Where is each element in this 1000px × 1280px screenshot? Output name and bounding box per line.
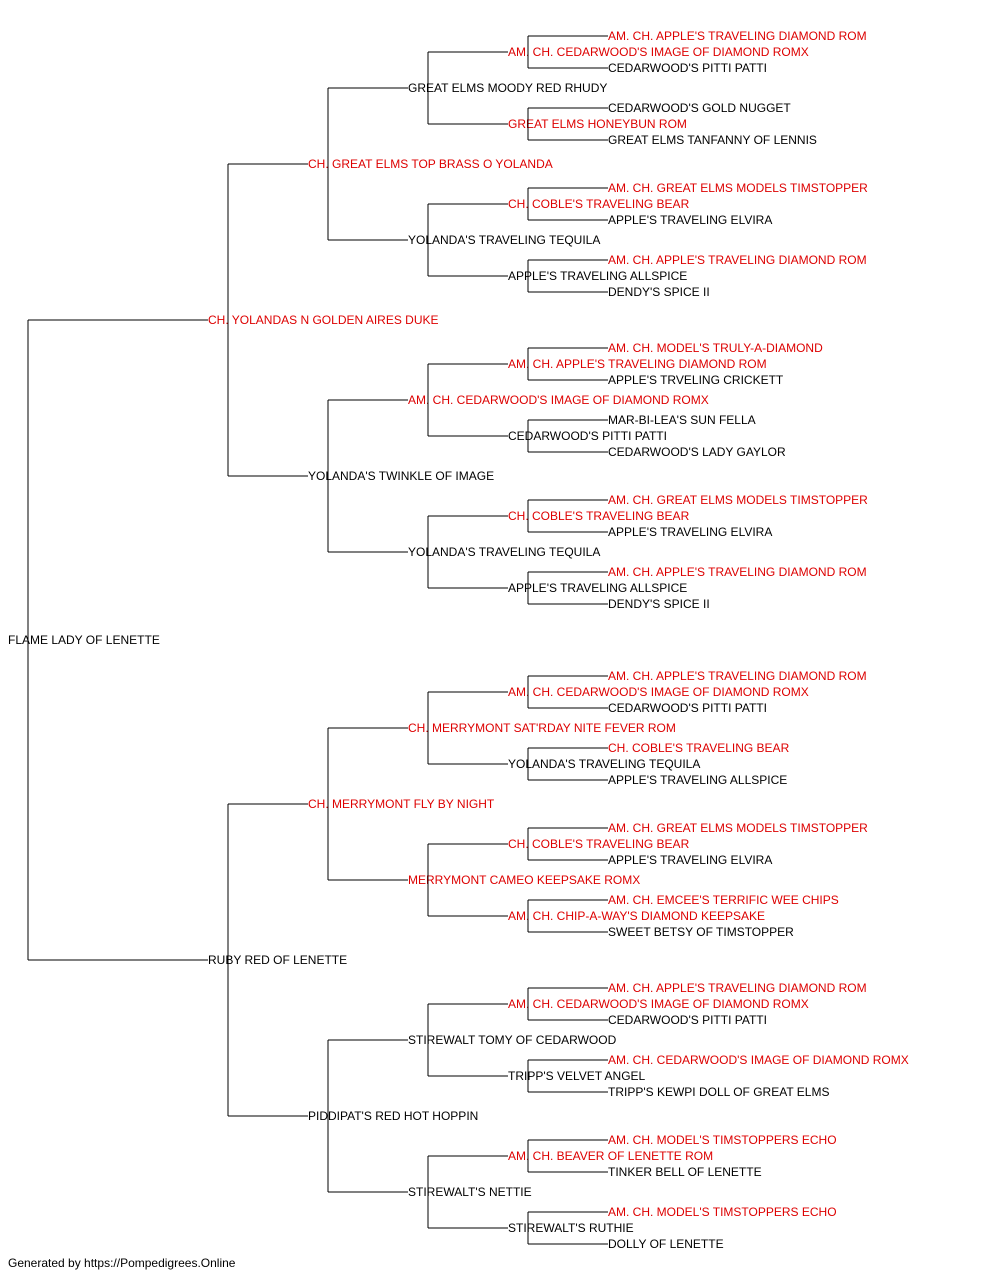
ancestor-name-dam-sire-sire-dam: YOLANDA'S TRAVELING TEQUILA <box>508 757 700 771</box>
ancestor-name-dam-dam-dam: STIREWALT'S NETTIE <box>408 1185 532 1199</box>
ancestor-name-dam-dam-dam-dam: STIREWALT'S RUTHIE <box>508 1221 634 1235</box>
ancestor-name-dam-dam-sire-sire-sire: AM. CH. APPLE'S TRAVELING DIAMOND ROM <box>608 981 867 995</box>
ancestor-name-sire-sire-sire-sire: AM. CH. CEDARWOOD'S IMAGE OF DIAMOND ROM… <box>508 45 809 59</box>
ancestor-name-dam-sire-sire-dam-sire: CH. COBLE'S TRAVELING BEAR <box>608 741 790 755</box>
footer-credit: Generated by https://Pompedigrees.Online <box>8 1256 236 1270</box>
ancestor-name-dam-dam-dam-dam-dam: DOLLY OF LENETTE <box>608 1237 724 1251</box>
ancestor-name-sire-sire-dam-sire-sire: AM. CH. GREAT ELMS MODELS TIMSTOPPER <box>608 181 868 195</box>
ancestor-name-sire-sire-sire-dam-sire: CEDARWOOD'S GOLD NUGGET <box>608 101 791 115</box>
ancestor-name-dam-dam-dam-sire-sire: AM. CH. MODEL'S TIMSTOPPERS ECHO <box>608 1133 837 1147</box>
ancestor-name-sire-dam-dam-sire-dam: APPLE'S TRAVELING ELVIRA <box>608 525 772 539</box>
ancestor-name-sire-sire-sire: GREAT ELMS MOODY RED RHUDY <box>408 81 607 95</box>
ancestor-name-dam-sire-dam: MERRYMONT CAMEO KEEPSAKE ROMX <box>408 873 640 887</box>
ancestor-name-sire-dam-sire-sire: AM. CH. APPLE'S TRAVELING DIAMOND ROM <box>508 357 767 371</box>
ancestor-name-dam-sire-sire-dam-dam: APPLE'S TRAVELING ALLSPICE <box>608 773 787 787</box>
ancestor-name-sire-dam-sire-dam-sire: MAR-BI-LEA'S SUN FELLA <box>608 413 756 427</box>
ancestor-name-dam-sire-dam-dam-sire: AM. CH. EMCEE'S TERRIFIC WEE CHIPS <box>608 893 839 907</box>
ancestor-name-dam-dam-sire-sire: AM. CH. CEDARWOOD'S IMAGE OF DIAMOND ROM… <box>508 997 809 1011</box>
ancestor-name-sire-sire-sire-sire-dam: CEDARWOOD'S PITTI PATTI <box>608 61 767 75</box>
ancestor-name-sire-sire-dam-sire-dam: APPLE'S TRAVELING ELVIRA <box>608 213 772 227</box>
ancestor-name-dam-sire-sire-sire-sire: AM. CH. APPLE'S TRAVELING DIAMOND ROM <box>608 669 867 683</box>
ancestor-name-sire-sire-dam-sire: CH. COBLE'S TRAVELING BEAR <box>508 197 690 211</box>
ancestor-name-sire-dam-sire: AM. CH. CEDARWOOD'S IMAGE OF DIAMOND ROM… <box>408 393 709 407</box>
ancestor-name-dam-dam-sire-sire-dam: CEDARWOOD'S PITTI PATTI <box>608 1013 767 1027</box>
ancestor-name-dam-sire-dam-sire-dam: APPLE'S TRAVELING ELVIRA <box>608 853 772 867</box>
ancestor-name-sire-sire-dam: YOLANDA'S TRAVELING TEQUILA <box>408 233 600 247</box>
ancestor-name-sire-sire-sire-dam: GREAT ELMS HONEYBUN ROM <box>508 117 687 131</box>
ancestor-name-sire-dam-dam-dam-sire: AM. CH. APPLE'S TRAVELING DIAMOND ROM <box>608 565 867 579</box>
ancestor-name-sire: CH. YOLANDAS N GOLDEN AIRES DUKE <box>208 313 439 327</box>
ancestor-name-sire-dam-dam-sire: CH. COBLE'S TRAVELING BEAR <box>508 509 690 523</box>
ancestor-name-dam-sire: CH. MERRYMONT FLY BY NIGHT <box>308 797 495 811</box>
ancestor-name-dam-sire-dam-dam: AM. CH. CHIP-A-WAY'S DIAMOND KEEPSAKE <box>508 909 765 923</box>
ancestor-name-sire-dam-dam-dam-dam: DENDY'S SPICE II <box>608 597 710 611</box>
ancestor-name-dam-sire-sire-sire: AM. CH. CEDARWOOD'S IMAGE OF DIAMOND ROM… <box>508 685 809 699</box>
ancestor-name-dam-dam-sire: STIREWALT TOMY OF CEDARWOOD <box>408 1033 617 1047</box>
ancestor-name-dam-dam: PIDDIPAT'S RED HOT HOPPIN <box>308 1109 478 1123</box>
ancestor-name-dam-sire-dam-sire: CH. COBLE'S TRAVELING BEAR <box>508 837 690 851</box>
ancestor-name-dam-dam-dam-sire: AM. CH. BEAVER OF LENETTE ROM <box>508 1149 713 1163</box>
ancestor-name-sire-sire-sire-sire-sire: AM. CH. APPLE'S TRAVELING DIAMOND ROM <box>608 29 867 43</box>
ancestor-name-dam-sire-dam-sire-sire: AM. CH. GREAT ELMS MODELS TIMSTOPPER <box>608 821 868 835</box>
ancestor-name-sire-sire-dam-dam: APPLE'S TRAVELING ALLSPICE <box>508 269 687 283</box>
ancestor-name-sire-dam-sire-dam-dam: CEDARWOOD'S LADY GAYLOR <box>608 445 786 459</box>
ancestor-name-sire-dam-dam: YOLANDA'S TRAVELING TEQUILA <box>408 545 600 559</box>
ancestor-name-dam-sire-sire: CH. MERRYMONT SAT'RDAY NITE FEVER ROM <box>408 721 676 735</box>
ancestor-name-sire-sire: CH. GREAT ELMS TOP BRASS O YOLANDA <box>308 157 553 171</box>
ancestor-name-sire-sire-dam-dam-sire: AM. CH. APPLE'S TRAVELING DIAMOND ROM <box>608 253 867 267</box>
ancestor-name-dam-dam-sire-dam-dam: TRIPP'S KEWPI DOLL OF GREAT ELMS <box>608 1085 829 1099</box>
ancestor-name-dam-sire-sire-sire-dam: CEDARWOOD'S PITTI PATTI <box>608 701 767 715</box>
ancestor-name-sire-dam: YOLANDA'S TWINKLE OF IMAGE <box>308 469 494 483</box>
ancestor-name-sire-dam-sire-dam: CEDARWOOD'S PITTI PATTI <box>508 429 667 443</box>
ancestor-name-dam: RUBY RED OF LENETTE <box>208 953 347 967</box>
ancestor-name-sire-sire-dam-dam-dam: DENDY'S SPICE II <box>608 285 710 299</box>
ancestor-name-sire-dam-dam-dam: APPLE'S TRAVELING ALLSPICE <box>508 581 687 595</box>
ancestor-name-dam-dam-dam-dam-sire: AM. CH. MODEL'S TIMSTOPPERS ECHO <box>608 1205 837 1219</box>
ancestor-name-sire-dam-sire-sire-sire: AM. CH. MODEL'S TRULY-A-DIAMOND <box>608 341 823 355</box>
subject-name: FLAME LADY OF LENETTE <box>8 633 160 647</box>
ancestor-name-sire-sire-sire-dam-dam: GREAT ELMS TANFANNY OF LENNIS <box>608 133 817 147</box>
ancestor-name-sire-dam-sire-sire-dam: APPLE'S TRVELING CRICKETT <box>608 373 784 387</box>
ancestor-name-dam-sire-dam-dam-dam: SWEET BETSY OF TIMSTOPPER <box>608 925 794 939</box>
ancestor-name-dam-dam-sire-dam: TRIPP'S VELVET ANGEL <box>508 1069 646 1083</box>
ancestor-name-sire-dam-dam-sire-sire: AM. CH. GREAT ELMS MODELS TIMSTOPPER <box>608 493 868 507</box>
ancestor-name-dam-dam-sire-dam-sire: AM. CH. CEDARWOOD'S IMAGE OF DIAMOND ROM… <box>608 1053 909 1067</box>
ancestor-name-dam-dam-dam-sire-dam: TINKER BELL OF LENETTE <box>608 1165 762 1179</box>
